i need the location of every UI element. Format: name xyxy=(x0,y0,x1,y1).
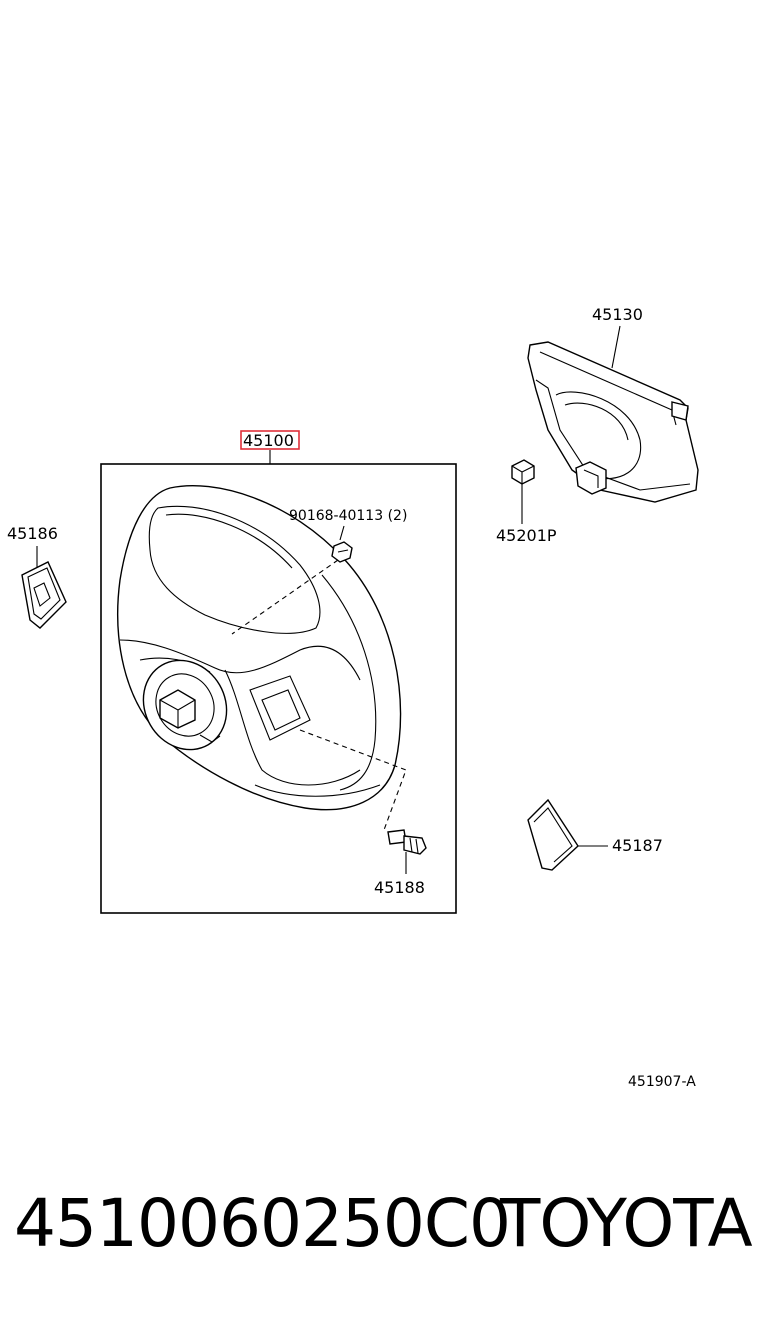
highlight-box xyxy=(240,430,300,450)
nut-45201P[interactable] xyxy=(511,459,535,485)
callout-90168-40113[interactable]: 90168-40113 (2) xyxy=(289,508,407,524)
assembly-frame xyxy=(100,463,457,914)
callout-45201P[interactable]: 45201P xyxy=(496,526,557,545)
bolt-45188[interactable] xyxy=(387,829,427,855)
callout-45130[interactable]: 45130 xyxy=(592,305,643,324)
callout-45186[interactable]: 45186 xyxy=(7,524,58,543)
callout-45187[interactable]: 45187 xyxy=(612,836,663,855)
leader-90168 xyxy=(339,525,345,541)
airbag-module-45130[interactable] xyxy=(527,341,699,503)
brand-name: TOYOTA xyxy=(500,1185,753,1262)
callout-45100[interactable]: 45100 xyxy=(243,431,294,450)
emblem-45186[interactable] xyxy=(21,561,67,629)
diagram-reference-code: 451907-A xyxy=(628,1074,696,1090)
screw-dashed-path xyxy=(231,559,339,635)
screw-90168-40113[interactable] xyxy=(331,541,353,563)
part-number: 4510060250C0 xyxy=(14,1185,511,1262)
leader-45130 xyxy=(611,325,621,369)
footer: 4510060250C0 TOYOTA xyxy=(0,1185,760,1285)
pad-45187[interactable] xyxy=(527,798,579,871)
steering-wheel-45100[interactable] xyxy=(117,485,402,811)
bolt-dashed-path xyxy=(299,729,407,831)
callout-45188[interactable]: 45188 xyxy=(374,878,425,897)
